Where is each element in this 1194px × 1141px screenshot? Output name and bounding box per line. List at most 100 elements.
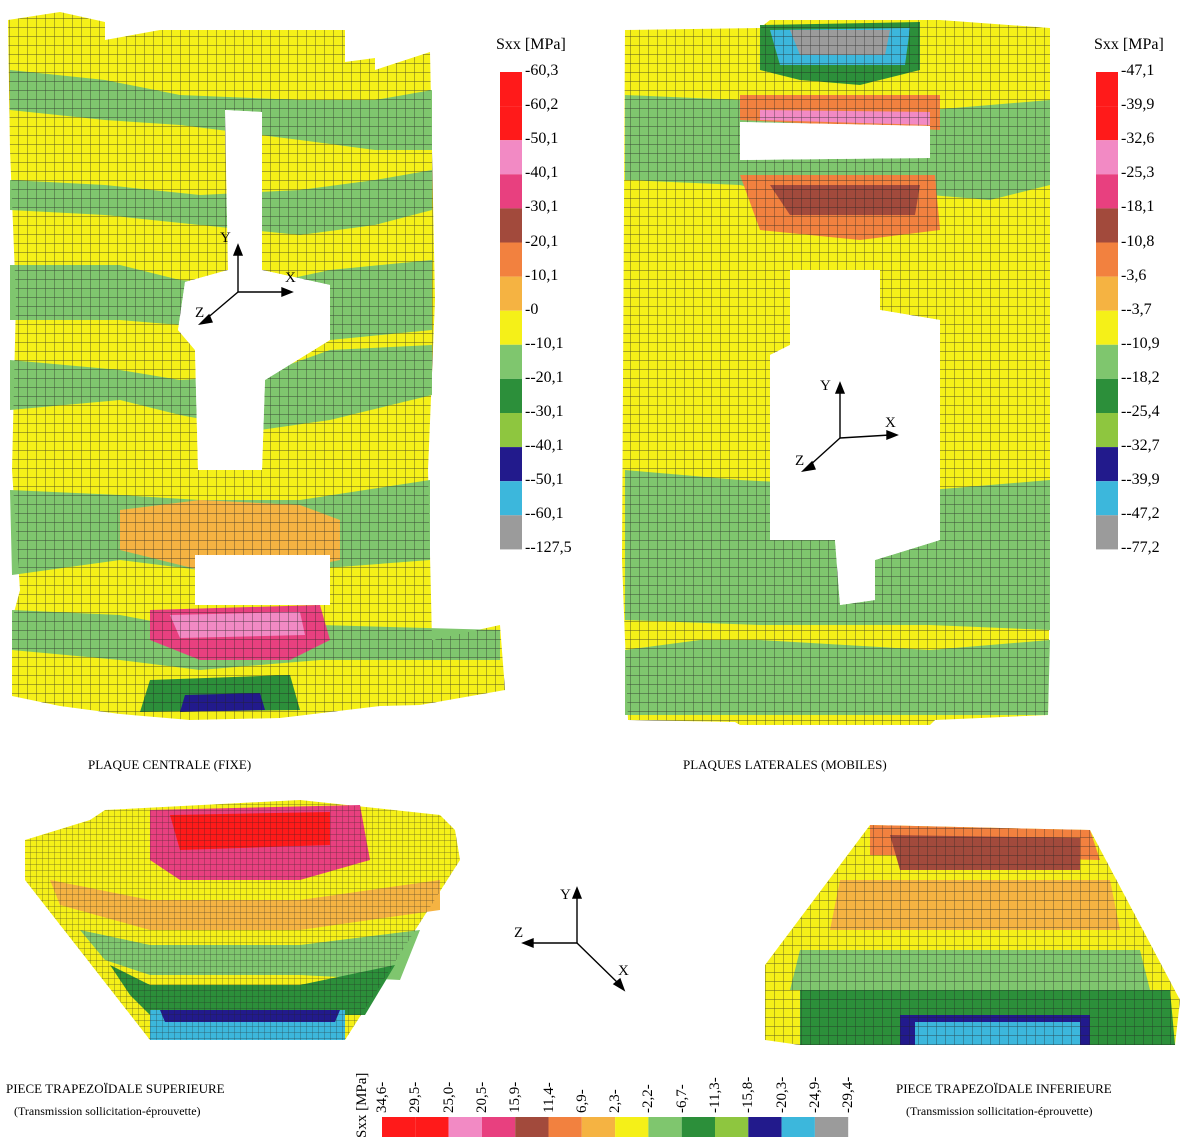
legend-tick-label: --20,1 (525, 368, 564, 386)
legend-swatch (500, 378, 522, 413)
legend-tick-label: 15,9- (507, 1081, 524, 1113)
legend-tick-label: --77,2 (1121, 539, 1160, 557)
caption-trapezoid-lower-sub: (Transmission sollicitation-éprouvette) (906, 1104, 1093, 1118)
caption-central-plate: PLAQUE CENTRALE (FIXE) (88, 757, 252, 772)
legend-swatch (500, 72, 522, 107)
central-plate-model (8, 12, 505, 720)
legend-swatch (1096, 310, 1118, 345)
legend-swatch (814, 1117, 849, 1137)
legend-tick-label: --50,1 (525, 471, 564, 489)
legend-tick-label: -60,2 (525, 96, 559, 114)
legend-tick-label: --3,7 (1121, 300, 1152, 318)
legend-swatch (1096, 140, 1118, 175)
legend-swatch (500, 208, 522, 243)
legend-swatch (648, 1117, 682, 1137)
legend-swatch (500, 276, 522, 311)
legend-tick-label: -6,7- (673, 1084, 690, 1113)
lateral-plate-model (622, 20, 1050, 725)
legend-swatch (681, 1117, 715, 1137)
legend-swatch (515, 1117, 549, 1137)
legend-tick-label: -30,1 (525, 198, 559, 216)
legend-swatch (1096, 242, 1118, 277)
lateral-axis-y-label: Y (820, 378, 831, 394)
legend-swatch (382, 1117, 416, 1137)
caption-trapezoid-upper-sub: (Transmission sollicitation-éprouvette) (14, 1104, 201, 1118)
legend-swatch (500, 344, 522, 379)
central-axis-triad (197, 243, 294, 326)
legend-tick-label: --39,9 (1121, 471, 1160, 489)
legend-tick-label: --10,9 (1121, 334, 1160, 352)
legend-tick-label: --25,4 (1121, 403, 1160, 420)
legend-swatch (500, 413, 522, 448)
legend-central-title: Sxx [MPa] (496, 36, 566, 53)
legend-tick-label: -50,1 (525, 130, 559, 148)
legend-swatch (715, 1117, 749, 1137)
legend-swatch (615, 1117, 649, 1137)
legend-tick-label: --60,1 (525, 505, 564, 523)
legend-swatch (500, 140, 522, 175)
legend-tick-label: -10,8 (1121, 232, 1155, 250)
caption-trapezoid-upper: PIECE TRAPEZOÏDALE SUPERIEURE (6, 1081, 225, 1096)
legend-swatch (1096, 515, 1118, 550)
legend-swatch (500, 447, 522, 482)
central-axis-y-label: Y (220, 230, 231, 246)
legend-tick-label: --30,1 (525, 403, 564, 420)
legend-tick-label: 34,6- (374, 1081, 390, 1113)
legend-swatch (1096, 447, 1118, 482)
legend-tick-label: -25,3 (1121, 164, 1155, 182)
bottom-axis-triad (521, 886, 626, 992)
central-axis-z-label: Z (195, 305, 205, 321)
caption-trapezoid-lower: PIECE TRAPEZOÏDALE INFERIEURE (896, 1081, 1112, 1096)
legend-tick-label: -15,8- (740, 1076, 757, 1113)
legend-bottom-colorbar (382, 1117, 849, 1137)
legend-swatch (448, 1117, 482, 1137)
legend-tick-label: -0 (525, 300, 539, 318)
legend-tick-label: -40,1 (525, 164, 559, 182)
legend-swatch (500, 310, 522, 345)
bottom-axis-y-label: Y (560, 887, 571, 903)
bottom-axis-x-label: X (618, 963, 629, 979)
legend-tick-label: -3,6 (1121, 266, 1147, 284)
legend-tick-label: -11,3- (707, 1077, 723, 1113)
legend-swatch (500, 515, 522, 550)
legend-lateral-colorbar (1096, 72, 1118, 550)
caption-lateral-plates: PLAQUES LATERALES (MOBILES) (683, 757, 887, 772)
trapezoid-lower-model (765, 825, 1180, 1045)
legend-swatch (481, 1117, 516, 1137)
legend-tick-label: -2,2- (640, 1084, 657, 1113)
legend-tick-label: 2,3- (607, 1089, 624, 1113)
legend-tick-label: --10,1 (525, 334, 564, 352)
lateral-axis-triad (800, 381, 899, 473)
legend-tick-label: -60,3 (525, 62, 559, 79)
legend-swatch (548, 1117, 582, 1137)
legend-lateral-title: Sxx [MPa] (1094, 36, 1164, 53)
legend-swatch (500, 174, 522, 209)
central-axis-x-label: X (285, 270, 296, 286)
legend-swatch (1096, 344, 1118, 379)
legend-swatch (1096, 208, 1118, 243)
legend-tick-label: -20,3- (773, 1076, 790, 1113)
legend-tick-label: -20,1 (525, 232, 559, 250)
legend-swatch (1096, 413, 1118, 448)
legend-tick-label: -10,1 (525, 266, 559, 284)
legend-tick-label: 6,9- (573, 1089, 590, 1113)
legend-tick-label: 29,5- (407, 1081, 424, 1113)
legend-tick-label: -29,4- (840, 1076, 857, 1113)
legend-tick-label: -32,6 (1121, 130, 1155, 148)
legend-swatch (500, 481, 522, 516)
legend-swatch (1096, 276, 1118, 311)
legend-swatch (1096, 378, 1118, 413)
legend-swatch (748, 1117, 782, 1137)
legend-bottom-title: Sxx [MPa] (354, 1072, 370, 1138)
legend-swatch (1096, 174, 1118, 209)
legend-tick-label: -39,9 (1121, 96, 1155, 114)
legend-swatch (415, 1117, 449, 1137)
legend-swatch (781, 1117, 815, 1137)
legend-tick-label: --47,2 (1121, 505, 1160, 523)
trapezoid-upper-model (25, 800, 460, 1040)
legend-tick-label: --18,2 (1121, 368, 1160, 386)
legend-swatch (1096, 72, 1118, 107)
lateral-axis-x-label: X (885, 415, 896, 431)
legend-swatch (500, 106, 522, 141)
